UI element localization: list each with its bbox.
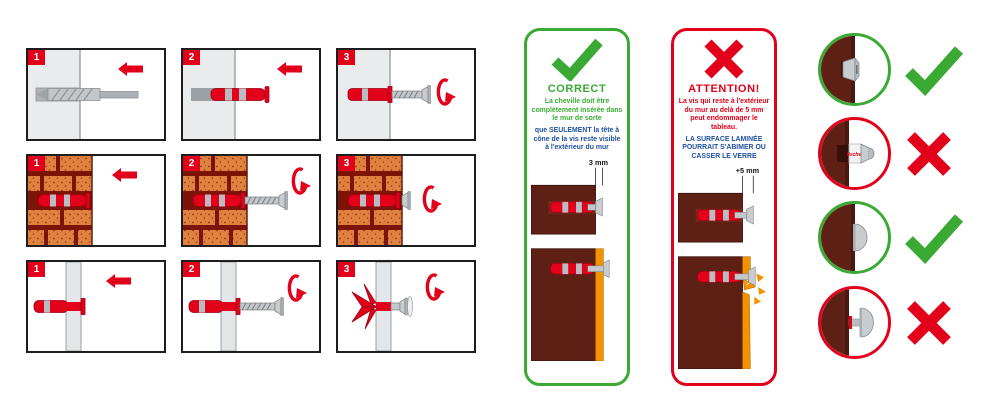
brick-wall-step3-screw-seated-panel: 3 (336, 154, 476, 247)
step-number-badge: 1 (28, 50, 45, 65)
protrusion-dimension-label: +5 mm (736, 166, 760, 175)
plasterboard-step2-drive-screw-panel: 2 (181, 260, 321, 353)
anchor-and-screw-too-long (697, 266, 756, 287)
wall-anchor (192, 192, 246, 209)
anchor-and-screw-holding-board (550, 259, 610, 278)
x-icon (704, 39, 744, 79)
flush-countersunk-head-closeup (821, 36, 860, 103)
correct-mounting-diagram: 3 mm (531, 158, 610, 361)
step-number-badge: 3 (338, 50, 355, 65)
drive-screw-illustration (338, 50, 456, 139)
check-icon (551, 38, 603, 81)
correct-body-primary: La cheville doit être complètement insér… (531, 98, 623, 123)
screw-head-flush (401, 191, 411, 210)
flush-dome-head-closeup (821, 204, 868, 271)
anchor-and-protruding-screw (697, 205, 754, 225)
example-incorrect-dome-circle (818, 286, 891, 359)
protruding-dome-head-closeup (821, 289, 874, 356)
attention-body-secondary: LA SURFACE LAMINÉE POURRAIT S'ABIMER OU … (682, 135, 766, 160)
solid-wall-step3-drive-screw-panel: 3 (336, 48, 476, 141)
plasterboard-drive-screw-illustration (188, 262, 307, 351)
incorrect-mounting-diagram: +5 mm (678, 166, 766, 370)
insert-anchor-illustration (183, 50, 302, 139)
correct-card: CORRECT La cheville doit être complèteme… (524, 28, 630, 386)
x-icon (907, 131, 951, 176)
rotation-arrow-icon (425, 273, 445, 301)
rotation-arrow-icon (287, 274, 307, 302)
screw (391, 85, 431, 104)
protruding-head-closeup: fischer (821, 120, 875, 187)
screw-head-with-washer (390, 296, 413, 317)
step-number-badge: 1 (28, 262, 45, 277)
wall-anchor (188, 298, 241, 315)
screw (239, 297, 284, 316)
example-row-protruding-dome (818, 286, 955, 359)
example-row-flush-dome (818, 201, 965, 274)
anchor-and-screw (550, 197, 603, 217)
brick-wall-step1-insert-anchor-panel: 1 (26, 154, 166, 247)
step-number-badge: 3 (338, 156, 355, 171)
x-icon (907, 300, 951, 345)
wall-anchor (37, 192, 91, 209)
wall-anchor (33, 298, 86, 315)
correct-title: CORRECT (547, 83, 607, 95)
push-direction-arrow-icon (118, 62, 143, 76)
wall-anchor (347, 86, 393, 103)
screw (244, 191, 288, 210)
drill-hole-illustration (28, 50, 143, 139)
solid-wall-step1-drill-panel: 1 (26, 48, 166, 141)
brick-screw-seated-illustration (338, 156, 442, 245)
example-incorrect-protruding-circle: fischer (818, 117, 891, 190)
solid-wall-step2-insert-anchor-panel: 2 (181, 48, 321, 141)
example-correct-flush-circle (818, 33, 891, 106)
wall-anchor (347, 192, 401, 209)
protrusion-dimension-label: 3 mm (589, 158, 609, 167)
push-direction-arrow-icon (277, 62, 302, 76)
folded-anchor (351, 283, 391, 330)
step-number-badge: 3 (338, 262, 355, 277)
correct-body-secondary: que SEULEMENT la tête à cône de la vis r… (533, 126, 621, 152)
plasterboard-step1-insert-anchor-panel: 1 (26, 260, 166, 353)
mounted-board (595, 248, 604, 361)
attention-body-primary: La vis qui reste à l'extérieur du mur au… (678, 98, 770, 131)
push-direction-arrow-icon (106, 274, 131, 288)
attention-card: ATTENTION! La vis qui reste à l'extérieu… (671, 28, 777, 386)
example-correct-dome-circle (818, 201, 891, 274)
step-number-badge: 2 (183, 156, 200, 171)
push-direction-arrow-icon (112, 168, 137, 182)
example-row-flush-countersunk (818, 33, 965, 106)
brick-drive-screw-illustration (183, 156, 311, 245)
step-number-badge: 2 (183, 262, 200, 277)
check-icon (905, 45, 964, 96)
anchor-brand-text: fischer (847, 152, 864, 158)
example-row-protruding-countersunk: fischer (818, 117, 955, 190)
step-number-badge: 1 (28, 156, 45, 171)
step-number-badge: 2 (183, 50, 200, 65)
rotation-arrow-icon (291, 167, 311, 195)
attention-title: ATTENTION! (688, 83, 760, 95)
wall-anchor (210, 86, 270, 103)
plasterboard-step3-anchor-folded-panel: 3 (336, 260, 476, 353)
brick-wall-step2-drive-screw-panel: 2 (181, 154, 321, 247)
plasterboard-insert-anchor-illustration (33, 262, 131, 351)
plasterboard-anchor-folded-illustration (351, 262, 445, 351)
check-icon (905, 213, 964, 264)
brick-insert-anchor-illustration (28, 156, 137, 245)
drill-bit (36, 88, 139, 101)
rotation-arrow-icon (436, 78, 456, 106)
rotation-arrow-icon (422, 185, 442, 213)
